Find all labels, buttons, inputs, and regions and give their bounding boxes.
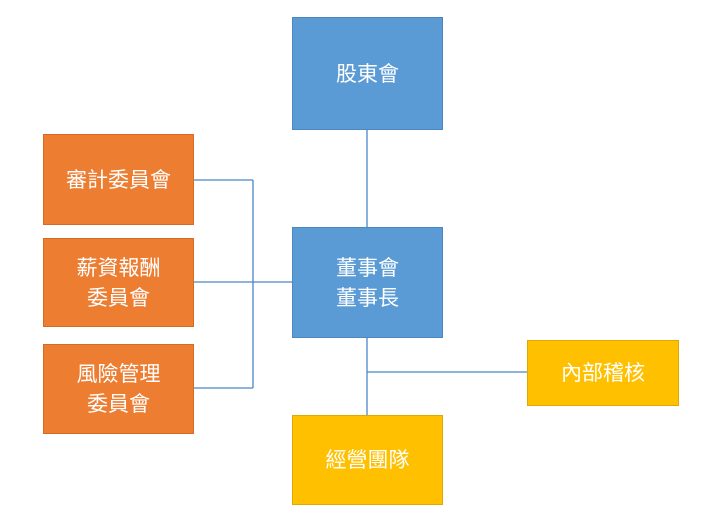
node-compensation-committee-label-1: 薪資報酬 — [76, 255, 161, 280]
node-management-team-label: 經營團隊 — [325, 448, 410, 472]
node-internal-audit: 內部稽核 — [527, 340, 679, 406]
node-shareholders: 股東會 — [292, 17, 443, 130]
node-risk-committee-label-2: 委員會 — [87, 392, 150, 416]
node-audit-committee-label: 審計委員會 — [66, 167, 171, 192]
node-board-label-2: 董事長 — [336, 285, 399, 310]
node-risk-committee-label-1: 風險管理 — [76, 362, 161, 386]
node-management-team: 經營團隊 — [292, 415, 443, 505]
node-board-label-1: 董事會 — [336, 255, 399, 280]
node-audit-committee: 審計委員會 — [43, 134, 194, 225]
node-compensation-committee: 薪資報酬 委員會 — [43, 238, 194, 327]
node-risk-committee: 風險管理 委員會 — [43, 344, 194, 434]
node-board: 董事會 董事長 — [292, 227, 443, 338]
node-internal-audit-label: 內部稽核 — [561, 361, 645, 385]
node-compensation-committee-label-2: 委員會 — [87, 285, 150, 310]
node-shareholders-label: 股東會 — [336, 61, 399, 86]
